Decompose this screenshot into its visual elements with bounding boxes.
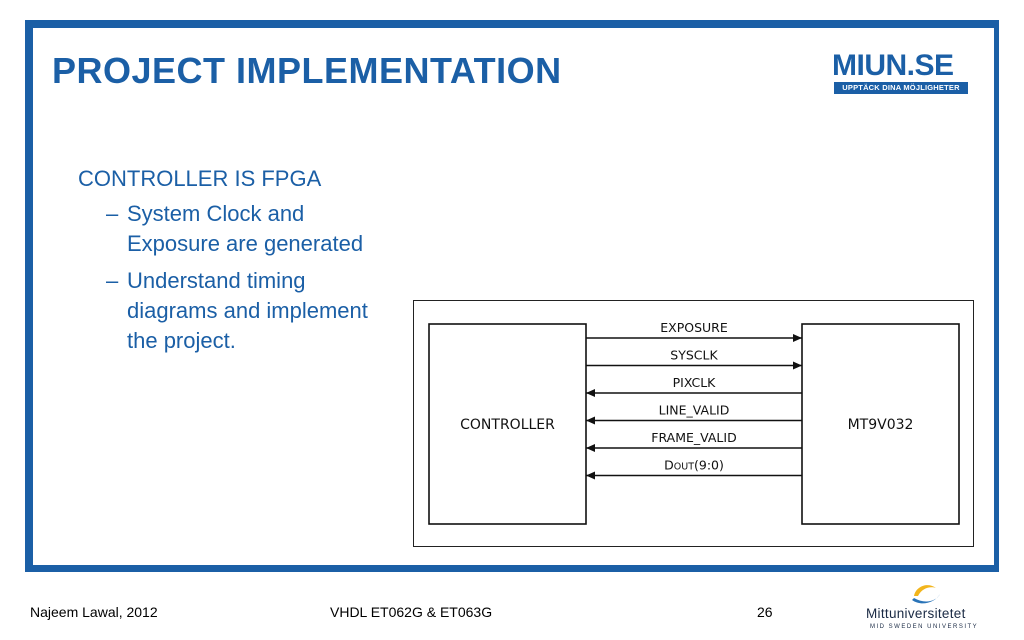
bullet-main: CONTROLLER IS FPGA	[78, 166, 322, 191]
sensor-label: MT9V032	[848, 417, 914, 433]
sub-bullet-1-line-1: System Clock and	[127, 201, 305, 226]
arrow-head-icon	[586, 444, 595, 452]
university-emblem-icon	[912, 585, 940, 604]
arrow-head-icon	[586, 389, 595, 397]
controller-label: CONTROLLER	[460, 417, 555, 433]
sub-bullet-2-line-3: the project.	[127, 328, 236, 353]
arrow-head-icon	[586, 416, 595, 425]
university-name: Mittuniversitetet	[866, 606, 966, 621]
footer-page-number: 26	[757, 604, 773, 620]
sub-bullet-2-line-1: Understand timing	[127, 268, 306, 293]
signal-label: LINE_VALID	[659, 403, 730, 418]
footer-author: Najeem Lawal, 2012	[30, 604, 158, 620]
logo-tagline: UPPTÄCK DINA MÖJLIGHETER	[834, 82, 968, 94]
arrow-head-icon	[586, 471, 595, 480]
interface-diagram: CONTROLLER MT9V032 EXPOSURE SYSCLK PIXCLK L…	[413, 300, 974, 547]
signal-label: PIXCLK	[673, 375, 717, 390]
bullet-dash: –	[106, 268, 119, 293]
mittuniversitetet-logo: Mittuniversitetet MID SWEDEN UNIVERSITY	[858, 582, 998, 634]
signal-label: FRAME_VALID	[651, 430, 736, 445]
signal-label: SYSCLK	[670, 348, 718, 363]
arrow-head-icon	[793, 361, 802, 370]
signal-label: EXPOSURE	[660, 320, 728, 335]
sub-bullet-1-line-2: Exposure are generated	[127, 231, 364, 256]
logo-main-text: MIUN.SE	[832, 49, 954, 82]
university-subtitle: MID SWEDEN UNIVERSITY	[870, 624, 979, 630]
arrow-head-icon	[793, 334, 802, 342]
bullet-dash: –	[106, 201, 119, 226]
miun-logo: MIUN.SE UPPTÄCK DINA MÖJLIGHETER	[832, 50, 968, 96]
sub-bullet-2-line-2: diagrams and implement	[127, 298, 368, 323]
controller-block	[428, 323, 587, 525]
signal-lines: EXPOSURE SYSCLK PIXCLK LINE_VALID FRAME_VALI…	[586, 320, 802, 480]
sensor-block	[801, 323, 960, 525]
footer-course: VHDL ET062G & ET063G	[330, 604, 493, 620]
signal-label: DOUT(9:0)	[664, 458, 724, 473]
slide-title: PROJECT IMPLEMENTATION	[52, 50, 562, 91]
